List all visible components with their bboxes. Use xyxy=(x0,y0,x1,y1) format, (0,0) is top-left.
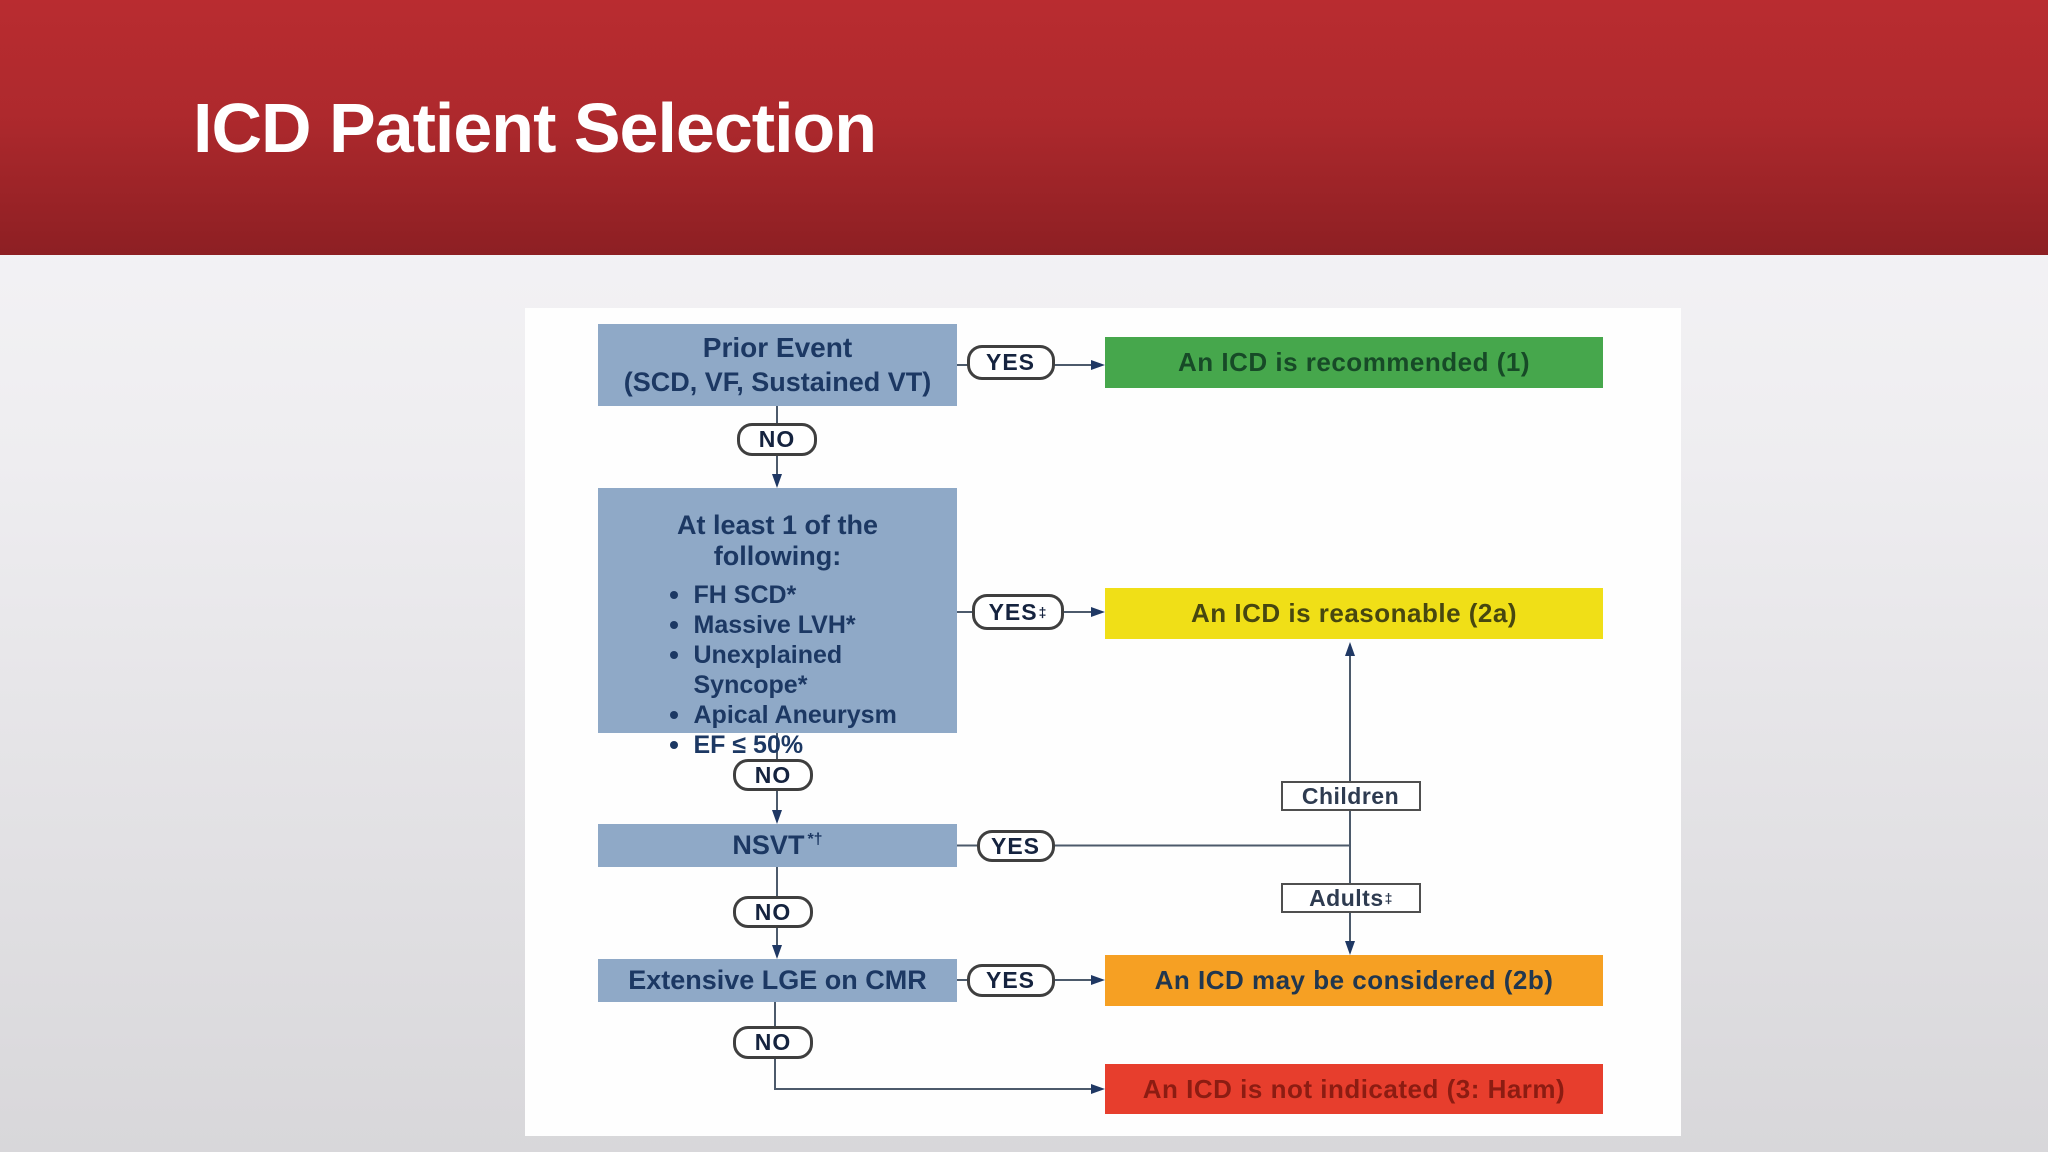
flowchart-panel: Prior Event (SCD, VF, Sustained VT) At l… xyxy=(525,308,1681,1136)
prior-event-title: Prior Event xyxy=(702,332,853,363)
title-banner: ICD Patient Selection xyxy=(0,0,2048,255)
decision-no-criteria: NO xyxy=(733,759,813,791)
prior-event-subtitle: (SCD, VF, Sustained VT) xyxy=(623,367,932,397)
decision-yes-prior: YES xyxy=(967,345,1055,380)
nsvt-footnote-marks: *† xyxy=(807,831,823,848)
decision-no-lge: NO xyxy=(733,1026,813,1059)
branch-label-children: Children xyxy=(1281,781,1421,811)
outcome-reasonable: An ICD is reasonable (2a) xyxy=(1105,588,1603,639)
nsvt-label: NSVT*† xyxy=(732,830,823,860)
criteria-item: Massive LVH* xyxy=(662,610,924,640)
criteria-item: FH SCD* xyxy=(662,580,924,610)
outcome-not-indicated: An ICD is not indicated (3: Harm) xyxy=(1105,1064,1603,1114)
criteria-item: EF ≤ 50% xyxy=(662,730,924,760)
criteria-list: FH SCD* Massive LVH* Unexplained Syncope… xyxy=(662,580,924,760)
criteria-item: Apical Aneurysm xyxy=(662,700,924,730)
decision-yes-criteria: YES‡ xyxy=(972,594,1064,630)
node-criteria: At least 1 of the following: FH SCD* Mas… xyxy=(598,488,957,759)
page-title: ICD Patient Selection xyxy=(193,88,877,167)
node-lge: Extensive LGE on CMR xyxy=(598,959,957,1002)
decision-yes-nsvt: YES xyxy=(977,830,1055,862)
lge-label: Extensive LGE on CMR xyxy=(628,965,927,995)
decision-yes-lge: YES xyxy=(967,964,1055,997)
criteria-title: At least 1 of the following: xyxy=(676,510,879,571)
branch-label-adults: Adults‡ xyxy=(1281,883,1421,913)
decision-no-nsvt: NO xyxy=(733,896,813,928)
criteria-item: Unexplained Syncope* xyxy=(662,640,924,700)
node-prior-event: Prior Event (SCD, VF, Sustained VT) xyxy=(598,324,957,406)
decision-no-prior: NO xyxy=(737,423,817,456)
node-nsvt: NSVT*† xyxy=(598,824,957,867)
outcome-recommended: An ICD is recommended (1) xyxy=(1105,337,1603,388)
connector-lge-to-not-indicated xyxy=(774,1002,1105,1094)
outcome-considered: An ICD may be considered (2b) xyxy=(1105,955,1603,1006)
